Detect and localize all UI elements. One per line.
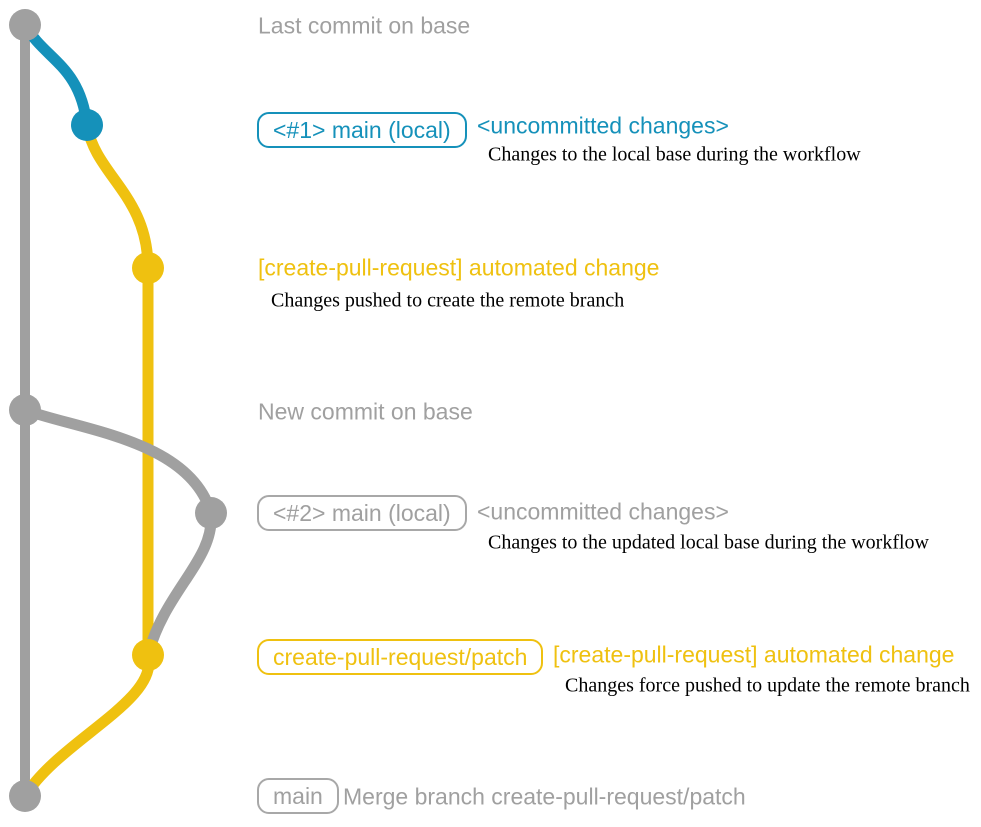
annotation-automated-change-1: [create-pull-request] automated change — [258, 254, 660, 281]
badge-main-local-2: <#2> main (local) — [257, 495, 467, 531]
badge-main: main — [257, 778, 339, 814]
badge-main-local-1: <#1> main (local) — [257, 112, 467, 148]
annotation-last-commit-on-base: Last commit on base — [258, 12, 471, 39]
commit-node-local-main-1 — [71, 109, 103, 141]
annotation-uncommitted-changes-2: <uncommitted changes> — [477, 498, 729, 525]
local-main-1-edge — [19, 19, 93, 131]
commit-node-new-base — [9, 394, 41, 426]
annotation-automated-change-2: [create-pull-request] automated change — [553, 641, 955, 668]
local-main-2-edge — [19, 404, 217, 519]
commit-node-patch-1 — [132, 252, 164, 284]
badge-create-pull-request-patch: create-pull-request/patch — [257, 639, 544, 675]
commit-node-last-base — [9, 9, 41, 41]
commit-node-patch-2 — [132, 639, 164, 671]
description-push-create-remote: Changes pushed to create the remote bran… — [271, 289, 625, 312]
force-push-edge — [142, 507, 217, 661]
description-updated-local-base-changes: Changes to the updated local base during… — [488, 531, 929, 554]
remote-branch-create-edge — [81, 119, 154, 274]
description-force-push-update-remote: Changes force pushed to update the remot… — [565, 674, 970, 697]
description-local-base-changes: Changes to the local base during the wor… — [488, 143, 861, 166]
commit-node-local-main-2 — [195, 497, 227, 529]
annotation-merge-branch: Merge branch create-pull-request/patch — [343, 783, 746, 810]
commit-node-merge — [9, 780, 41, 812]
annotation-uncommitted-changes-1: <uncommitted changes> — [477, 112, 729, 139]
merge-edge — [19, 649, 155, 802]
annotation-new-commit-on-base: New commit on base — [258, 398, 473, 425]
